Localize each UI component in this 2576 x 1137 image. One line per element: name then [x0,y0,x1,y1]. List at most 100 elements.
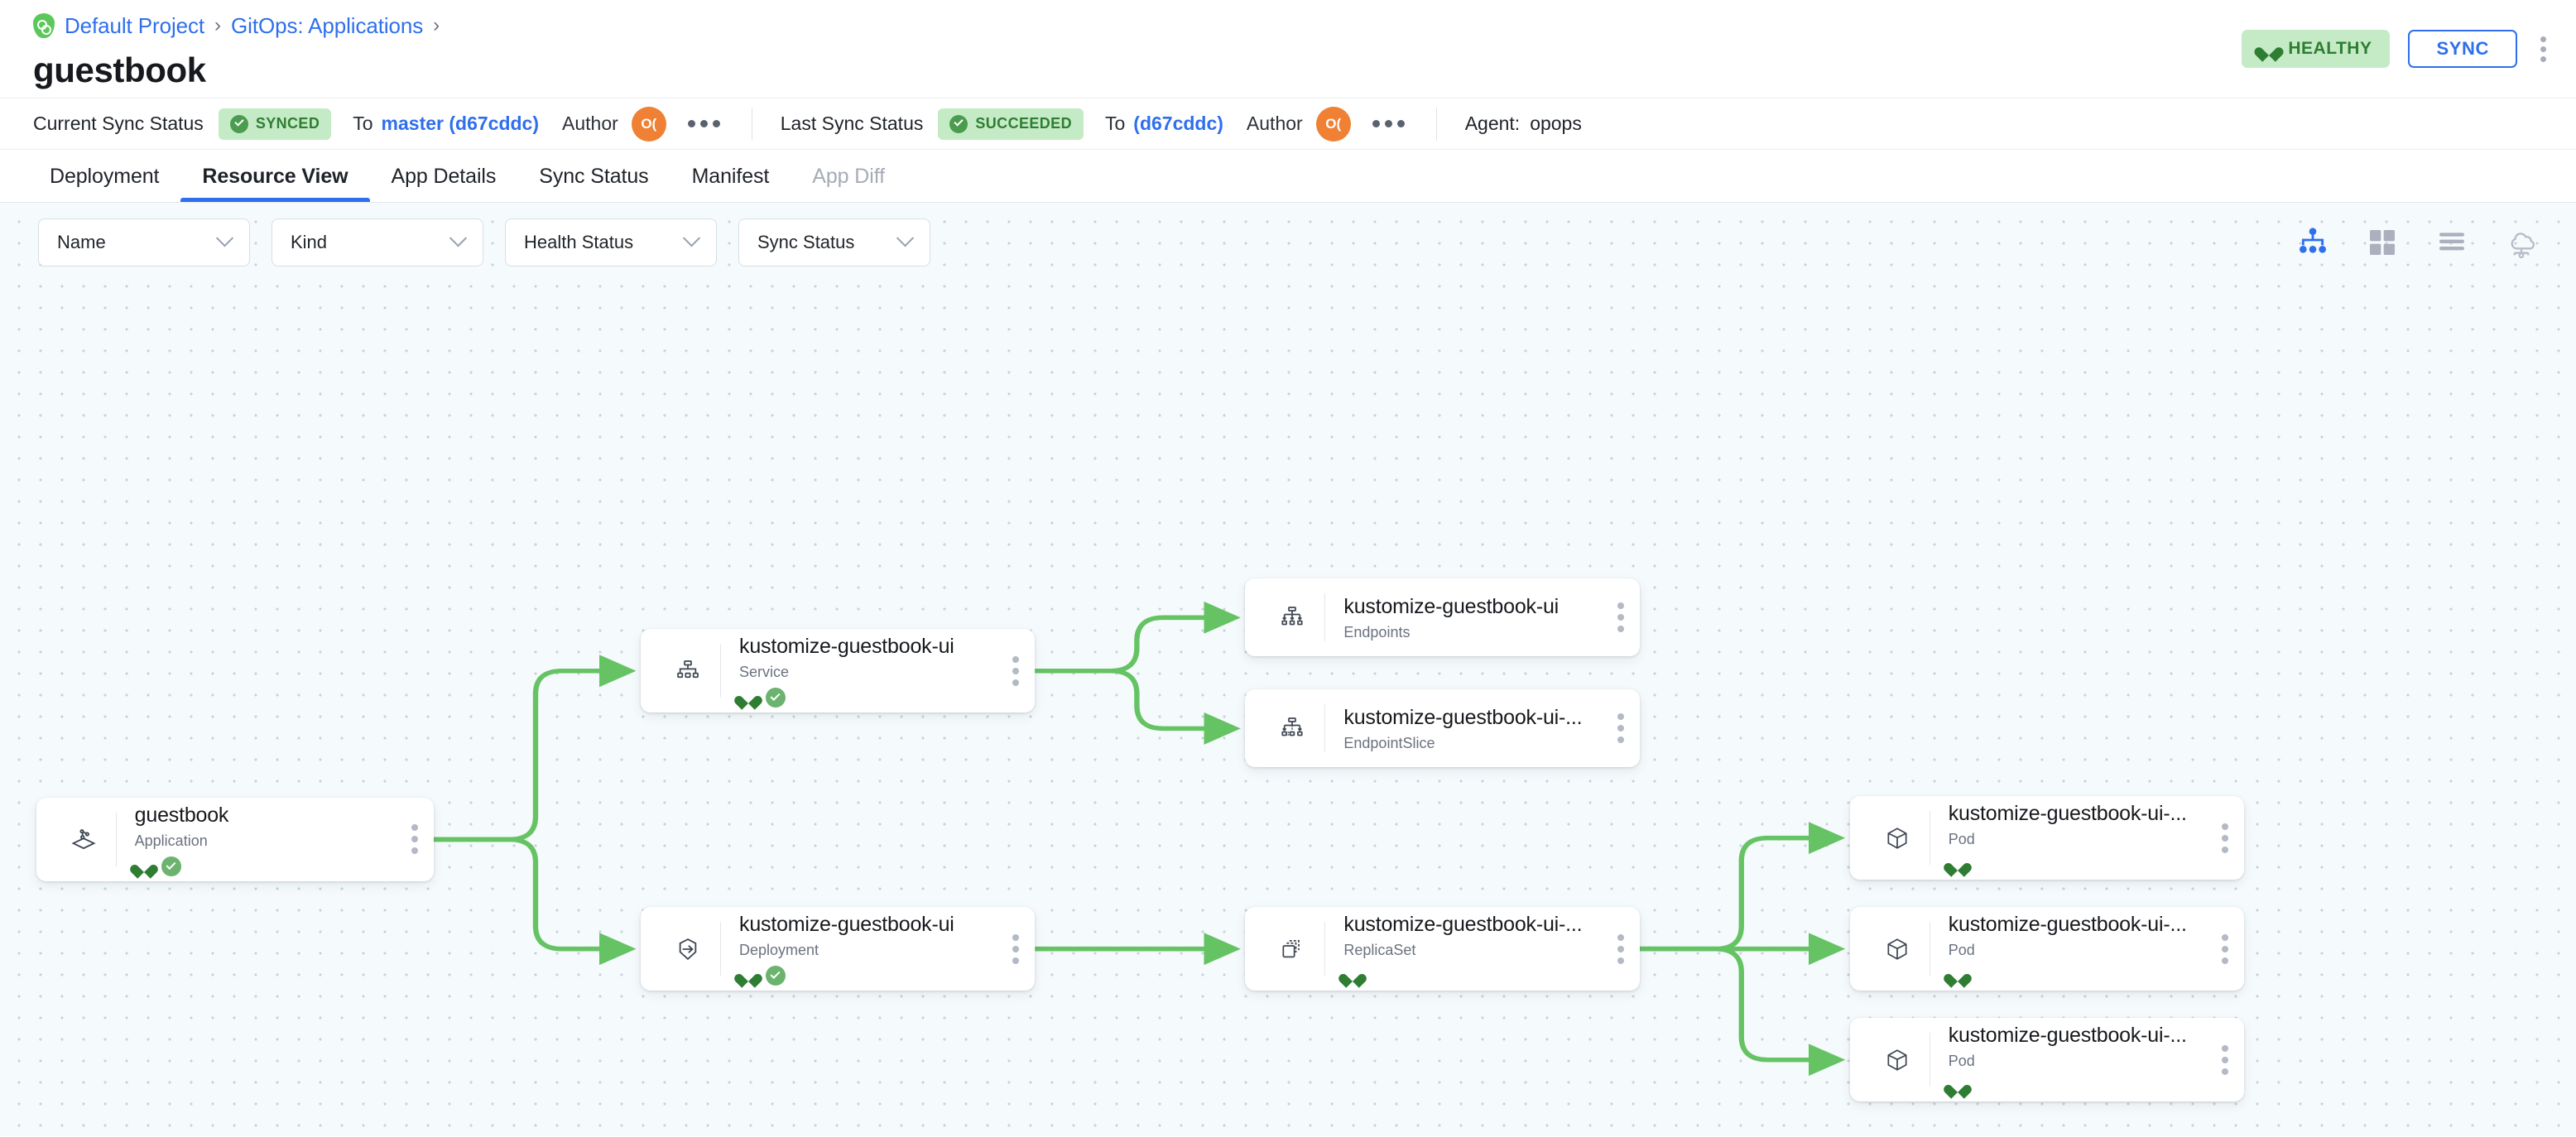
node-kind: Application [134,832,208,849]
graph-node-replicaset-kustomize-guestbook-ui[interactable]: kustomize-guestbook-ui-... ReplicaSet [1245,907,1640,991]
edge-app-service [433,655,637,842]
health-badge-label: HEALTHY [2288,39,2372,58]
dot [2540,36,2546,42]
dot [1384,120,1392,127]
sync-check-icon [766,688,786,708]
breadcrumb-item-gitops-applications[interactable]: GitOps: Applications [231,12,424,38]
node-kind: Pod [1948,1053,1975,1070]
app-overflow-menu-icon[interactable] [2535,31,2551,67]
list-view-icon[interactable] [2435,226,2468,259]
node-name: kustomize-guestbook-ui-... [1343,705,1583,729]
tab-resource-view[interactable]: Resource View [180,151,370,202]
view-mode-switcher [2296,226,2538,259]
node-status [1949,1077,2201,1096]
check-circle-icon [229,114,248,133]
node-status [1949,855,2201,875]
health-heart-icon [739,689,757,706]
pod-icon [1872,936,1923,962]
node-kind: ReplicaSet [1343,942,1416,959]
graph-node-service-kustomize-guestbook-ui[interactable]: kustomize-guestbook-ui Service [641,629,1036,713]
sync-check-icon [161,856,181,876]
graph-node-pod-1[interactable]: kustomize-guestbook-ui-... Pod [1849,796,2245,880]
node-menu-icon[interactable] [2206,823,2244,853]
node-kind: Deployment [739,942,819,959]
last-author-label: Author [1246,113,1303,134]
replicaset-icon [1266,936,1318,962]
filter-health-status-select[interactable]: Health Status [505,218,717,266]
sync-button[interactable]: SYNC [2408,30,2517,68]
pod-icon [1872,1047,1923,1073]
node-menu-icon[interactable] [2206,1044,2244,1075]
node-name: guestbook [134,803,229,827]
node-menu-icon[interactable] [997,655,1035,686]
graph-node-application-guestbook[interactable]: guestbook Application [36,797,434,881]
resource-graph: guestbook Application [0,203,2576,1136]
health-heart-icon [739,967,757,984]
tree-view-icon[interactable] [2296,226,2329,259]
breadcrumb-item-default-project[interactable]: Default Project [65,12,205,38]
divider [1435,107,1437,141]
tab-sync-status[interactable]: Sync Status [539,164,649,188]
tab-manifest[interactable]: Manifest [691,164,770,188]
graph-node-pod-3[interactable]: kustomize-guestbook-ui-... Pod [1849,1018,2245,1102]
app-header: Default Project › GitOps: Applications ›… [0,0,2576,98]
network-view-icon[interactable] [2505,226,2538,259]
node-menu-icon[interactable] [1602,933,1640,964]
deployment-icon [662,935,714,963]
sync-status-bar: Current Sync Status SYNCED To master (d6… [0,98,2576,150]
node-status [135,856,391,876]
avatar[interactable]: O( [1315,106,1351,142]
avatar[interactable]: O( [631,106,666,142]
current-revision-link[interactable]: master (d67cddc) [381,113,539,134]
node-kind: EndpointSlice [1343,734,1435,751]
node-name: kustomize-guestbook-ui [739,913,954,937]
node-kind: Endpoints [1343,623,1411,640]
tab-deployment[interactable]: Deployment [50,164,160,188]
current-sync-status-label: Current Sync Status [33,113,204,134]
node-menu-icon[interactable] [1602,713,1640,744]
agent-info: Agent:opops [1465,113,1582,135]
filter-health-status-label: Health Status [524,232,634,252]
dot [712,120,720,127]
divider [1324,704,1326,753]
last-sync-status-value: SUCCEEDED [975,115,1072,132]
last-revision-link[interactable]: (d67cddc) [1133,113,1223,134]
filter-sync-status-select[interactable]: Sync Status [738,218,930,266]
graph-toolbar: Name Kind Health Status Sync Status [0,203,2576,282]
node-menu-icon[interactable] [2206,933,2244,964]
grid-view-icon[interactable] [2366,226,2399,259]
graph-node-endpointslice-kustomize-guestbook-ui[interactable]: kustomize-guestbook-ui-... EndpointSlice [1245,689,1640,768]
dot [699,120,708,127]
resource-graph-canvas[interactable]: Name Kind Health Status Sync Status [0,203,2576,1136]
current-sync-status-badge: SYNCED [218,108,332,140]
filter-kind-label: Kind [291,232,328,252]
tab-app-details[interactable]: App Details [391,164,497,188]
dot [1372,120,1380,127]
last-sync-more-icon[interactable] [1369,113,1408,134]
divider [1324,922,1326,976]
node-body: kustomize-guestbook-ui-... Pod [1930,1023,2206,1096]
filter-name-label: Name [57,232,106,252]
node-name: kustomize-guestbook-ui-... [1948,1024,2187,1048]
divider [115,812,117,866]
filter-name-select[interactable]: Name [38,218,250,266]
last-sync-status-badge: SUCCEEDED [938,108,1084,140]
graph-node-endpoints-kustomize-guestbook-ui[interactable]: kustomize-guestbook-ui Endpoints [1245,578,1640,657]
graph-node-deployment-kustomize-guestbook-ui[interactable]: kustomize-guestbook-ui Deployment [641,907,1036,991]
node-menu-icon[interactable] [1602,602,1640,633]
node-name: kustomize-guestbook-ui [739,635,954,659]
pod-icon [1872,825,1923,852]
title-row: guestbook [33,43,2543,98]
project-icon [33,13,55,38]
current-sync-more-icon[interactable] [685,113,723,134]
sync-check-icon [766,966,786,986]
node-menu-icon[interactable] [997,933,1035,964]
node-menu-icon[interactable] [396,824,434,855]
graph-node-pod-2[interactable]: kustomize-guestbook-ui-... Pod [1849,907,2245,991]
tab-app-diff: App Diff [812,164,885,188]
edge-service-endpointslice [1035,668,1241,745]
divider [720,922,722,976]
last-to-label: To [1104,113,1126,134]
filter-kind-select[interactable]: Kind [272,218,483,266]
service-icon [662,658,714,684]
